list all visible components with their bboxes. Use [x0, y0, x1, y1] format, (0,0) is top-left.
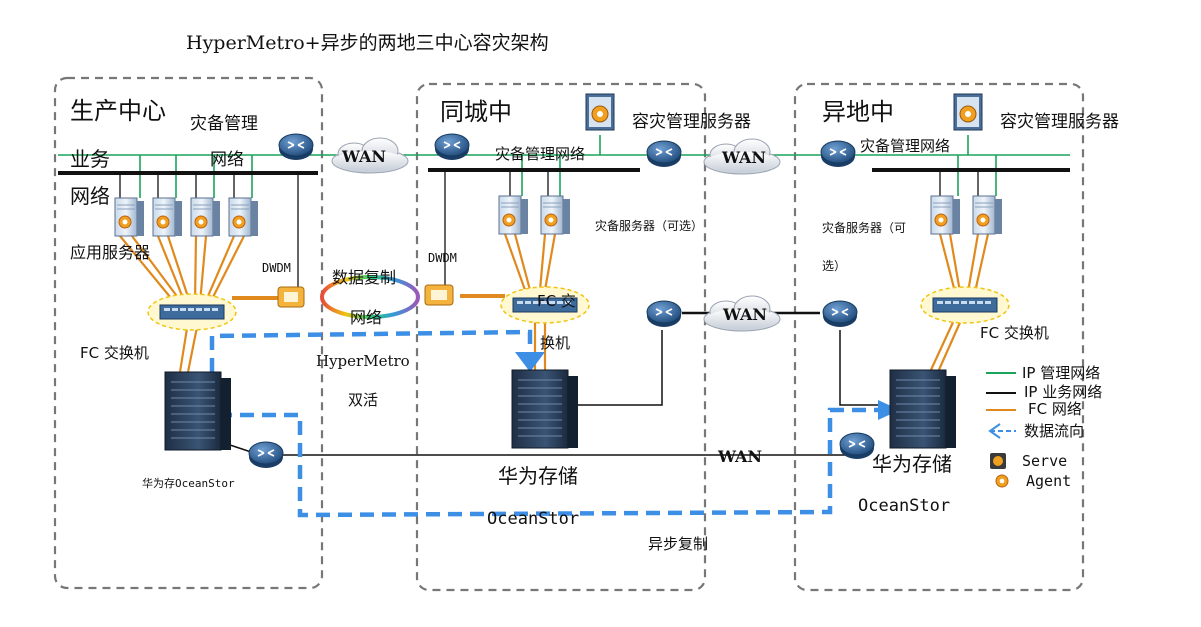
dwdm-label: DWDM	[428, 251, 457, 265]
remote-mgmt-server-label: 容灾管理服务器	[1000, 112, 1119, 132]
server-icon	[498, 195, 529, 235]
agent-icon	[995, 474, 1009, 488]
router-icon	[646, 140, 682, 168]
legend-server: Serve	[1022, 452, 1067, 470]
dwdm-label: DWDM	[262, 261, 291, 275]
production-mgmt-label: 网络	[210, 150, 244, 170]
server-icon	[190, 197, 221, 237]
remote-site-name: 异地中	[822, 98, 894, 126]
same-city-mgmt-network-label: 灾备管理网络	[495, 145, 585, 163]
remote-storage-label: 华为存储	[872, 452, 952, 476]
async-replication-label: 异步复制	[648, 535, 708, 553]
production-site-name: 生产中心	[70, 97, 166, 125]
same-city-fc-switch-label: 换机	[540, 334, 570, 352]
storage-icon	[511, 369, 579, 449]
replication-network-label: 网络	[350, 308, 382, 327]
same-city-mgmt-server-label: 容灾管理服务器	[632, 112, 751, 132]
replication-network-label: 数据复制	[332, 268, 396, 287]
same-city-site-name: 同城中	[440, 98, 512, 126]
server-icon	[228, 197, 259, 237]
legend: IP 管理网络 IP 业务网络 FC 网络 数据流向 Serve Agent	[986, 364, 1102, 490]
router-icon	[646, 300, 682, 328]
router-icon	[820, 140, 856, 168]
router-icon	[839, 432, 875, 460]
management-server-icon	[585, 93, 615, 131]
dwdm-icon	[277, 286, 305, 308]
production-fc-switch-label: FC 交换机	[80, 344, 149, 362]
router-icon	[248, 441, 284, 469]
router-icon	[278, 133, 314, 161]
production-mgmt-label: 灾备管理	[190, 114, 258, 134]
wan-label: WAN	[341, 147, 386, 166]
legend-ip-business: IP 业务网络	[1024, 383, 1102, 401]
same-city-site-boundary	[415, 82, 707, 592]
fc-switch-icon	[147, 293, 237, 331]
diagram-title: HyperMetro+异步的两地三中心容灾架构	[186, 32, 549, 54]
production-business-label: 网络	[70, 184, 110, 208]
router-icon	[434, 133, 470, 161]
legend-fc: FC 网络	[1028, 400, 1082, 418]
management-server-icon	[953, 93, 983, 131]
same-city-storage-label: 华为存储	[498, 464, 578, 488]
production-storage-label: 华为存OceanStor	[142, 476, 235, 490]
async-arrow-head	[878, 400, 900, 420]
server-icon	[972, 195, 1003, 235]
remote-standby-label: 选）	[822, 259, 846, 273]
legend-agent: Agent	[1026, 472, 1071, 490]
ip-management-network	[58, 135, 1070, 198]
production-business-label: 业务	[70, 147, 110, 171]
app-servers-label: 应用服务器	[70, 243, 150, 262]
replication-ring	[320, 275, 420, 319]
server-icon	[540, 195, 571, 235]
remote-fc-switch-label: FC 交换机	[980, 324, 1049, 342]
fc-network	[119, 233, 990, 373]
remote-storage-model: OceanStor	[858, 496, 950, 516]
server-icon	[152, 197, 183, 237]
server-icon	[114, 197, 145, 237]
wan-label: WAN	[722, 305, 767, 324]
server-icon	[930, 195, 961, 235]
legend-data-flow: 数据流向	[1024, 422, 1084, 440]
data-flow-paths	[209, 329, 880, 518]
wan-label: WAN	[721, 148, 766, 167]
same-city-standby-label: 灾备服务器（可选）	[595, 218, 703, 233]
storage-icon	[164, 371, 232, 451]
same-city-fc-switch-label: FC 交	[537, 292, 576, 310]
management-server-icon	[990, 453, 1006, 469]
hypermetro-arrow-head	[515, 352, 545, 372]
hypermetro-label: HyperMetro	[316, 352, 410, 370]
storage-icon	[889, 369, 957, 449]
router-icon	[822, 300, 858, 328]
remote-mgmt-network-label: 灾备管理网络	[860, 137, 950, 155]
production-site-boundary	[53, 76, 324, 590]
dwdm-icon	[424, 284, 454, 306]
remote-standby-label: 灾备服务器（可	[822, 220, 906, 235]
remote-site-boundary	[793, 82, 1085, 592]
same-city-storage-model: OceanStor	[487, 509, 579, 529]
legend-ip-mgmt: IP 管理网络	[1022, 364, 1100, 382]
hypermetro-label: 双活	[348, 391, 378, 409]
wan-label: WAN	[717, 447, 762, 466]
fc-switch-icon	[920, 286, 1010, 324]
